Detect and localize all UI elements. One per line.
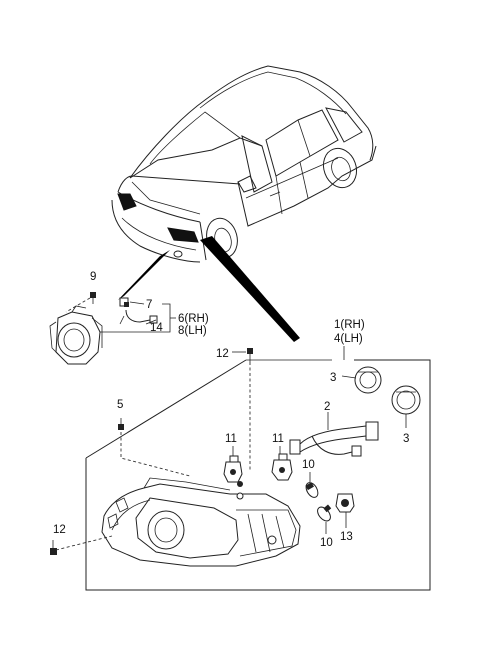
- callout-9: 9: [90, 271, 96, 283]
- bulb-socket-icon: [119, 297, 129, 307]
- callout-7: 7: [146, 299, 152, 311]
- callout-5: 5: [117, 399, 123, 411]
- dust-cap-icon: [391, 385, 421, 415]
- pointer-to-fog-lamp: [118, 250, 170, 300]
- callout-10-lower: 10: [320, 537, 333, 549]
- callout-8-lh: 8(LH): [178, 325, 207, 337]
- callout-3-upper: 3: [330, 372, 336, 384]
- bulb-icon: [317, 504, 332, 522]
- callout-13: 13: [340, 531, 353, 543]
- headlamp-assembly-icon: [101, 477, 301, 567]
- callout-6-rh: 6(RH): [178, 313, 209, 325]
- callout-12-upper: 12: [216, 348, 229, 360]
- pointer-to-headlamp: [200, 236, 300, 342]
- screw-icon: [50, 540, 57, 555]
- callout-10-upper: 10: [302, 459, 315, 471]
- callout-4-lh: 4(LH): [334, 333, 363, 345]
- fog-lamp-icon: [49, 305, 103, 365]
- callout-14: 14: [150, 322, 163, 334]
- callout-3-lower: 3: [403, 433, 409, 445]
- callout-1-rh: 1(RH): [334, 319, 365, 331]
- dust-cap-icon: [354, 366, 382, 394]
- assembly-box: [85, 359, 431, 591]
- bulb-socket-icon: [335, 493, 355, 513]
- screw-icon: [90, 292, 96, 304]
- bulb-icon: [305, 482, 319, 498]
- callout-11-left: 11: [225, 433, 237, 445]
- screw-icon: [247, 348, 253, 362]
- minivan-icon: [111, 65, 377, 263]
- callout-2: 2: [324, 401, 330, 413]
- bulb-socket-icon: [271, 453, 293, 481]
- wiring-harness-icon: [119, 309, 158, 325]
- wiring-harness-icon: [289, 421, 379, 457]
- screw-icon: [118, 418, 124, 430]
- bulb-socket-icon: [223, 455, 243, 483]
- callout-12-lower: 12: [53, 524, 66, 536]
- callout-11-right: 11: [272, 433, 284, 445]
